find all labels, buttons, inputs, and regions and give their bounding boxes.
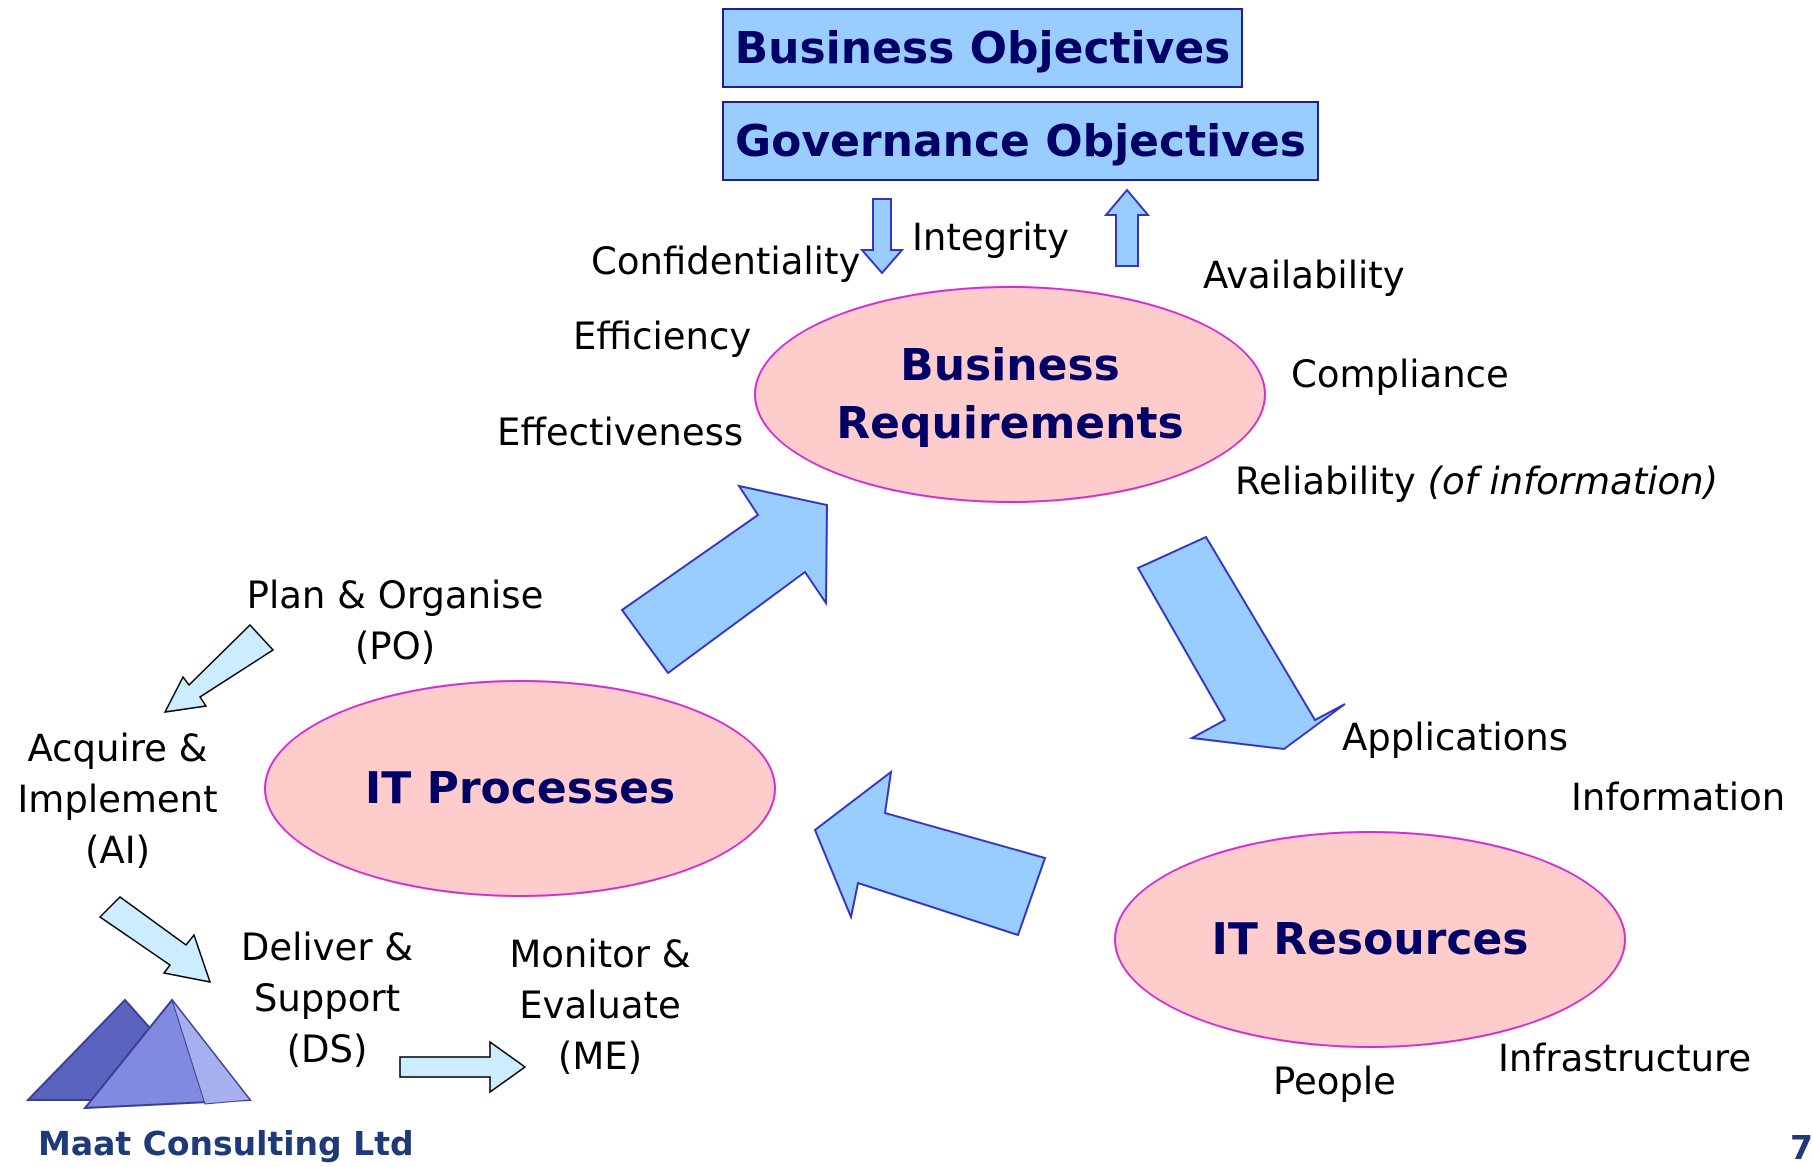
company-logo-text: Maat Consulting Ltd bbox=[38, 1124, 414, 1163]
domain-deliver-support: Deliver & Support (DS) bbox=[240, 926, 414, 1071]
page-number: 7 bbox=[1790, 1128, 1813, 1167]
up-arrow-to-objectives bbox=[1103, 188, 1151, 267]
arrow-resources-to-processes bbox=[813, 769, 1047, 937]
arrow-ds-to-me bbox=[399, 1040, 527, 1094]
it-resources-ellipse: IT Resources bbox=[1114, 831, 1626, 1048]
domain-acquire-implement: Acquire & Implement (AI) bbox=[17, 727, 218, 872]
governance-objectives-box: Governance Objectives bbox=[722, 101, 1319, 181]
business-objectives-box: Business Objectives bbox=[722, 8, 1243, 88]
arrow-po-to-ai bbox=[163, 623, 275, 713]
logo-mountain-shade bbox=[171, 999, 251, 1105]
criterion-reliability: Reliability (of information) bbox=[1235, 463, 1718, 500]
resource-information: Information bbox=[1571, 776, 1786, 819]
domain-plan-organise: Plan & Organise (PO) bbox=[246, 574, 544, 668]
criterion-efficiency: Efficiency bbox=[573, 315, 752, 358]
reliability-note: (of information) bbox=[1427, 460, 1719, 503]
domain-monitor-evaluate: Monitor & Evaluate (ME) bbox=[509, 933, 691, 1078]
criterion-availability: Availability bbox=[1203, 254, 1405, 297]
arrow-processes-to-requirements bbox=[620, 484, 829, 675]
criterion-integrity: Integrity bbox=[912, 216, 1070, 259]
criterion-confidentiality: Confidentiality bbox=[591, 240, 861, 283]
arrow-ai-to-ds bbox=[98, 896, 212, 983]
resource-people: People bbox=[1273, 1060, 1396, 1103]
criterion-effectiveness: Effectiveness bbox=[497, 411, 744, 454]
resource-applications: Applications bbox=[1342, 716, 1569, 759]
reliability-label: Reliability bbox=[1235, 460, 1416, 503]
criterion-compliance: Compliance bbox=[1291, 353, 1509, 396]
arrow-requirements-to-resources bbox=[1136, 535, 1346, 751]
down-arrow-to-requirements bbox=[859, 198, 905, 275]
it-processes-ellipse: IT Processes bbox=[264, 680, 776, 897]
resource-infrastructure: Infrastructure bbox=[1498, 1037, 1752, 1080]
business-requirements-ellipse: Business Requirements bbox=[754, 286, 1266, 503]
